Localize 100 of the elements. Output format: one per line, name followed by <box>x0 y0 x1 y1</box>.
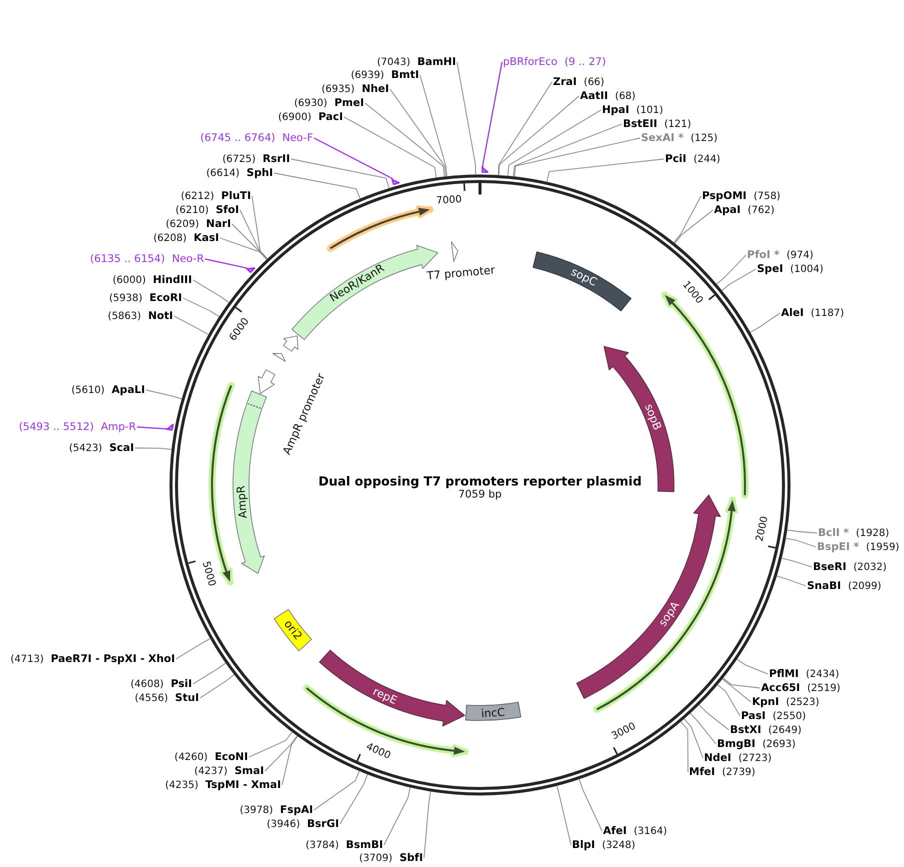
cut-site-position: (2519) <box>807 682 840 696</box>
leader-line <box>240 210 268 260</box>
leader-line <box>482 62 503 166</box>
feature-label: AmpR <box>234 484 250 518</box>
cut-site-position: (6935) <box>321 83 355 97</box>
cut-site-position: (6725) <box>222 153 256 167</box>
primer-range: (6745 .. 6764) <box>200 131 276 145</box>
cut-site-position: (6930) <box>294 97 328 111</box>
leader-line <box>514 138 640 177</box>
leader-line <box>722 268 756 291</box>
enzyme-name: PasI <box>741 709 766 723</box>
enzyme-name: NheI <box>362 82 389 96</box>
enzyme-name: BclI * <box>818 526 849 540</box>
cut-site-position: (125) <box>690 132 718 146</box>
leader-line <box>556 785 572 846</box>
enzyme-name: BspEI * <box>817 540 859 554</box>
leader-line <box>134 448 172 450</box>
enzyme-name: SmaI <box>234 764 264 778</box>
enzyme-name: PspOMI <box>702 189 747 203</box>
cut-site-position: (2523) <box>786 696 820 710</box>
cut-site-position: (4260) <box>174 751 208 765</box>
leader-line <box>507 110 602 176</box>
primer-name: Neo-R <box>172 252 204 266</box>
tick-label: 5000 <box>199 560 218 588</box>
enzyme-name: NotI <box>148 309 173 323</box>
enzyme-name: SphI <box>246 166 273 180</box>
tick-label: 4000 <box>364 742 392 764</box>
leader-line <box>424 791 432 858</box>
plasmid-title: Dual opposing T7 promoters reporter plasmid <box>318 474 642 488</box>
enzyme-name: HpaI <box>602 103 630 117</box>
enzyme-name: BlpI <box>572 838 596 852</box>
cut-site-position: (4608) <box>130 678 164 692</box>
enzyme-name: FspAI <box>280 803 313 817</box>
enzyme-name: BmtI <box>391 68 419 82</box>
primer-name: pBRforEco <box>503 55 558 69</box>
enzyme-name: BsrGI <box>307 817 339 831</box>
tick-label: 7000 <box>436 194 462 208</box>
leader-line <box>274 172 361 199</box>
enzyme-name: KasI <box>194 231 219 245</box>
primer-name: Amp-R <box>100 420 136 434</box>
enzyme-name: KpnI <box>752 695 780 709</box>
enzyme-name: ApaI <box>714 203 741 217</box>
leader-line <box>680 721 688 772</box>
leader-line <box>786 530 818 534</box>
plasmid-length: 7059 bp <box>458 488 502 502</box>
cut-site-position: (6209) <box>166 218 200 232</box>
cut-site-position: (758) <box>754 190 780 204</box>
enzyme-name: AatII <box>580 89 608 103</box>
primer-name: Neo-F <box>282 131 313 145</box>
cut-site-position: (2649) <box>768 724 802 738</box>
cut-site-position: (5610) <box>71 384 105 398</box>
enzyme-name: BstXI <box>730 723 762 737</box>
leader-line <box>690 712 716 744</box>
primer-range: (5493 .. 5512) <box>18 420 94 434</box>
enzyme-name: ScaI <box>109 441 134 455</box>
cut-site-position: (1928) <box>856 527 890 541</box>
leader-line <box>674 196 702 243</box>
leader-line <box>344 116 437 178</box>
feature-label: incC <box>480 705 505 720</box>
cut-site-position: (4237) <box>194 765 228 779</box>
leader-line <box>176 638 211 660</box>
leader-line <box>282 736 298 786</box>
leader-line <box>546 158 664 182</box>
leader-line <box>314 137 392 179</box>
tick-label: 3000 <box>610 721 638 744</box>
leader-line <box>717 684 740 716</box>
cut-site-position: (2099) <box>848 580 882 594</box>
leader-line <box>716 254 746 284</box>
cut-site-position: (3248) <box>602 839 636 853</box>
cut-site-position: (2434) <box>806 668 840 682</box>
cut-site-position: (6939) <box>350 69 384 83</box>
cut-site-position: (3164) <box>634 825 667 839</box>
enzyme-name: Acc65I <box>761 681 800 695</box>
enzyme-name: SpeI <box>757 262 784 276</box>
leader-line <box>146 390 182 400</box>
feature-label: T7 promoter <box>426 263 496 282</box>
enzyme-name: BmgBI <box>717 737 756 751</box>
enzyme-name: AfeI <box>603 824 627 838</box>
cut-site-position: (2723) <box>738 752 772 766</box>
cut-site-position: (3709) <box>359 852 392 866</box>
enzyme-name: SexAI * <box>641 131 684 145</box>
enzyme-name: ApaLI <box>112 383 145 397</box>
enzyme-name: PsiI <box>170 677 192 691</box>
leader-line <box>722 678 752 702</box>
leader-line <box>204 258 246 269</box>
cut-site-position: (6210) <box>175 204 209 218</box>
enzyme-name: BamHI <box>417 55 456 69</box>
enzyme-name: BsmBI <box>346 838 383 852</box>
cut-site-position: (762) <box>748 204 775 218</box>
leader-line <box>698 704 730 730</box>
cut-site-position: (121) <box>664 118 692 132</box>
cut-site-position: (1004) <box>790 263 824 277</box>
cut-site-position: (5938) <box>109 292 142 306</box>
enzyme-name: MfeI <box>689 765 716 779</box>
cut-site-position: (4235) <box>165 779 198 793</box>
primer-range: (9 .. 27) <box>564 55 606 69</box>
cut-site-position: (2739) <box>722 766 756 780</box>
enzyme-name: PaeR7I - PspXI - XhoI <box>50 652 175 666</box>
feature-label: repE <box>370 684 399 707</box>
enzyme-name: PflMI <box>769 667 799 681</box>
